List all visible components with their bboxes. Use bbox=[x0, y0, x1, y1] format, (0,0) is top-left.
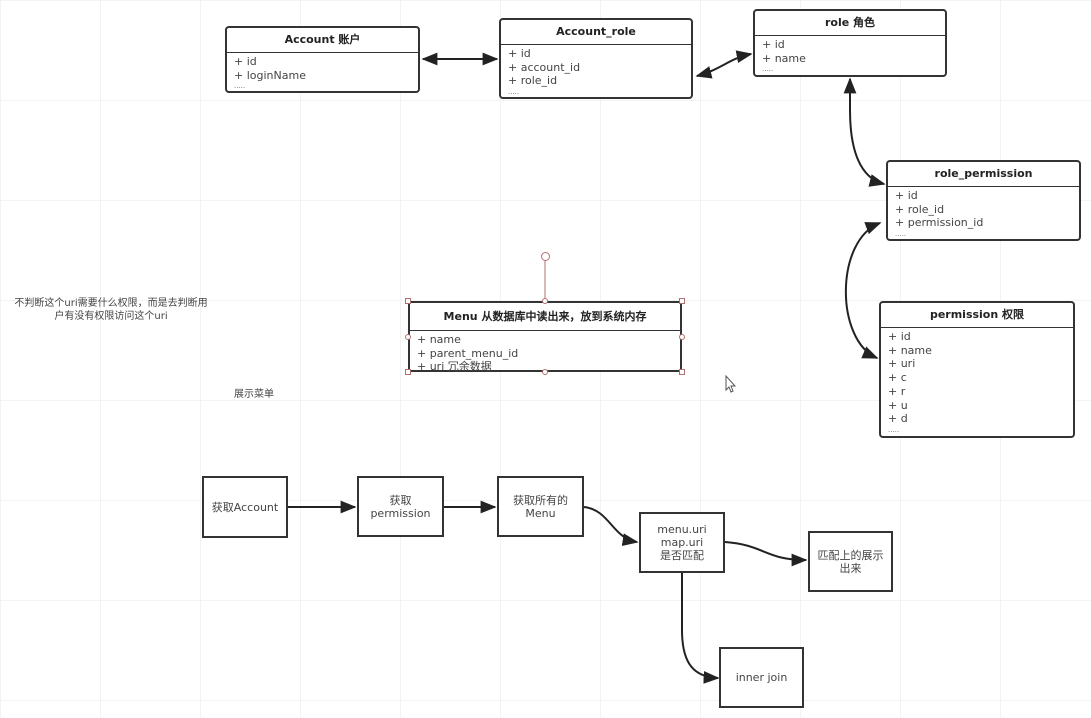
entity-field: + id bbox=[888, 330, 911, 343]
flow-step-label: permission bbox=[370, 506, 431, 520]
entity-title: permission 权限 bbox=[881, 303, 1073, 328]
entity-field: + uri 冗余数据 bbox=[417, 360, 492, 374]
entity-account[interactable]: Account 账户 + id + loginName ..... bbox=[225, 26, 420, 93]
entity-field: + uri bbox=[888, 357, 916, 371]
entity-field: + id bbox=[234, 55, 257, 68]
flow-step-label: 获取Account bbox=[211, 500, 279, 514]
entity-field: + name bbox=[417, 333, 461, 346]
entity-field: + r bbox=[888, 384, 906, 398]
entity-field: + id bbox=[762, 38, 785, 51]
entity-field: + name bbox=[888, 343, 932, 357]
resize-handle-e[interactable] bbox=[679, 334, 685, 340]
entity-more: ..... bbox=[762, 65, 774, 74]
note-line: 不判断这个uri需要什么权限，而是去判断用 bbox=[14, 298, 208, 309]
resize-handle-sw[interactable] bbox=[405, 369, 411, 375]
entity-field: + role_id bbox=[895, 202, 945, 216]
entity-title: Menu 从数据库中读出来，放到系统内存 bbox=[410, 303, 680, 331]
note-show-menu[interactable]: 展示菜单 bbox=[234, 389, 274, 400]
entity-title: role 角色 bbox=[755, 11, 945, 36]
flow-step-label: 匹配上的展示 bbox=[817, 548, 884, 562]
resize-handle-ne[interactable] bbox=[679, 298, 685, 304]
entity-field: + name bbox=[762, 51, 806, 65]
entity-title: Account_role bbox=[501, 20, 691, 45]
entity-role[interactable]: role 角色 + id + name ..... bbox=[753, 9, 947, 77]
entity-field: + loginName bbox=[234, 68, 306, 82]
entity-field: + permission_id bbox=[895, 216, 984, 230]
note-line: 户有没有权限访问这个uri bbox=[54, 311, 168, 322]
flow-step-label: 是否匹配 bbox=[659, 549, 704, 562]
entity-permission[interactable]: permission 权限 + id + name + uri + c + r … bbox=[879, 301, 1075, 438]
entity-field: + d bbox=[888, 412, 908, 426]
entity-field: + account_id bbox=[508, 60, 581, 74]
flow-step-inner-join[interactable]: inner join bbox=[719, 647, 804, 708]
resize-handle-se[interactable] bbox=[679, 369, 685, 375]
entity-more: ..... bbox=[234, 82, 246, 91]
entity-account-role[interactable]: Account_role + id + account_id + role_id… bbox=[499, 18, 693, 99]
resize-handle-s[interactable] bbox=[542, 369, 548, 375]
entity-title: Account 账户 bbox=[227, 28, 418, 53]
note-left[interactable]: 不判断这个uri需要什么权限，而是去判断用 户有没有权限访问这个uri bbox=[0, 297, 226, 323]
entity-more: ..... bbox=[888, 425, 900, 434]
flow-step-get-account[interactable]: 获取Account bbox=[202, 476, 288, 538]
entity-title: role_permission bbox=[888, 162, 1079, 187]
entity-field: + u bbox=[888, 398, 908, 412]
resize-handle-n[interactable] bbox=[542, 298, 548, 304]
flow-step-match-uri[interactable]: menu.uri map.uri 是否匹配 bbox=[639, 512, 725, 573]
flow-step-label: menu.uri bbox=[657, 523, 707, 536]
flow-step-label: inner join bbox=[735, 671, 788, 684]
entity-field: + role_id bbox=[508, 74, 558, 88]
flow-step-label: 获取 bbox=[389, 493, 412, 507]
entity-more: ..... bbox=[895, 230, 907, 239]
resize-handle-w[interactable] bbox=[405, 334, 411, 340]
flow-step-get-menu[interactable]: 获取所有的 Menu bbox=[497, 476, 584, 537]
entity-field: + parent_menu_id bbox=[417, 346, 519, 360]
resize-handle-nw[interactable] bbox=[405, 298, 411, 304]
flow-step-label: 获取所有的 bbox=[513, 493, 568, 507]
flow-step-get-permission[interactable]: 获取 permission bbox=[357, 476, 444, 537]
flow-step-label: Menu bbox=[525, 506, 556, 520]
flow-step-show-matched[interactable]: 匹配上的展示 出来 bbox=[808, 531, 893, 592]
entity-menu[interactable]: Menu 从数据库中读出来，放到系统内存 + name + parent_men… bbox=[408, 301, 682, 374]
entity-field: + c bbox=[888, 371, 907, 385]
flow-step-label: map.uri bbox=[660, 536, 704, 549]
flow-step-label: 出来 bbox=[839, 561, 862, 575]
entity-more: ..... bbox=[508, 88, 520, 97]
rotate-handle[interactable] bbox=[541, 252, 550, 261]
entity-field: + id bbox=[508, 47, 531, 60]
entity-field: + id bbox=[895, 189, 918, 202]
entity-role-permission[interactable]: role_permission + id + role_id + permiss… bbox=[886, 160, 1081, 241]
